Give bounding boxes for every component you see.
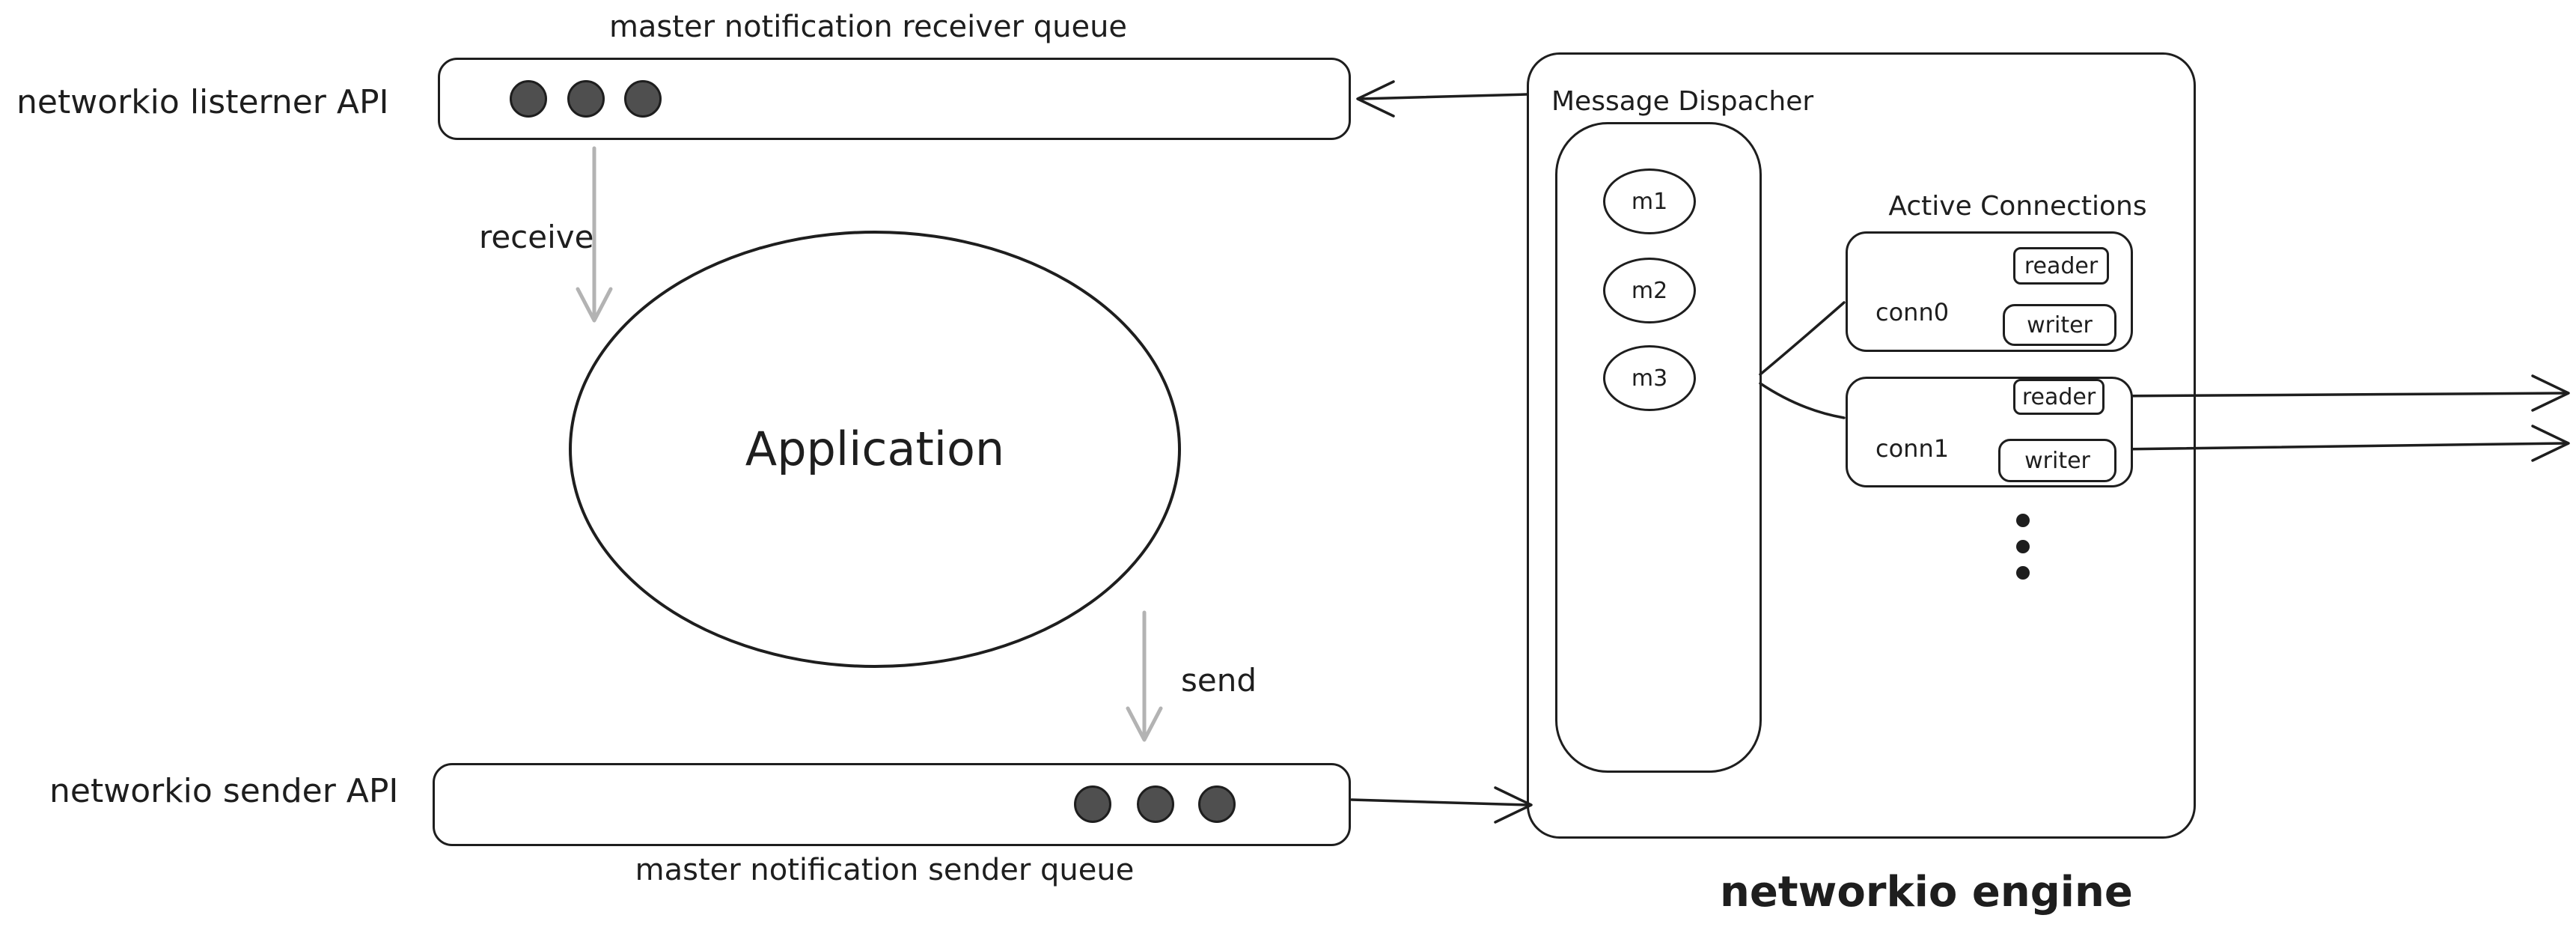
send-label: send [1181, 662, 1257, 699]
engine-title: networkio engine [1720, 868, 2133, 917]
conn1-writer-box: writer [1998, 439, 2116, 482]
message-node-m2: m2 [1603, 258, 1696, 323]
engine-to-receiver-arrow-line [1359, 93, 1528, 100]
message-dispatcher [1555, 122, 1762, 773]
writer-label: writer [2027, 311, 2093, 338]
send-arrowhead [1126, 706, 1163, 742]
writer-label: writer [2024, 447, 2090, 474]
conn1-label: conn1 [1875, 434, 1950, 463]
conn0-label: conn0 [1875, 298, 1950, 326]
receiver-queue [438, 58, 1351, 140]
queue-item-dot [624, 80, 662, 118]
conn1-reader-out-line [2105, 392, 2567, 398]
application-label: Application [745, 421, 1005, 476]
dispatcher-conn0-link [1759, 301, 1846, 376]
message-label: m3 [1631, 365, 1668, 392]
sender-to-engine-arrowhead [1494, 786, 1533, 824]
conn0-reader-box: reader [2013, 247, 2109, 285]
reader-label: reader [2024, 252, 2099, 279]
message-dispatcher-title: Message Dispacher [1551, 86, 1814, 117]
engine-to-receiver-arrowhead [1356, 80, 1395, 118]
dispatcher-conn1-link [1759, 382, 1846, 419]
message-node-m3: m3 [1603, 345, 1696, 411]
conn1-reader-out-arrowhead [2531, 374, 2570, 412]
conn1-writer-out-arrowhead [2531, 425, 2570, 462]
application-node: Application [569, 231, 1181, 668]
message-node-m1: m1 [1603, 168, 1696, 234]
queue-item-dot [1137, 785, 1174, 823]
queue-item-dot [567, 80, 605, 118]
sender-to-engine-arrow-line [1350, 798, 1528, 806]
sender-queue-title: master notification sender queue [635, 853, 1135, 887]
conn1-reader-box: reader [2013, 379, 2105, 415]
more-connections-dot [2016, 514, 2030, 527]
more-connections-dot [2016, 540, 2030, 553]
queue-item-dot [510, 80, 547, 118]
sender-api-label: networkio sender API [49, 772, 399, 810]
networkio-engine [1527, 52, 2196, 839]
receive-label: receive [479, 219, 594, 255]
reader-label: reader [2021, 383, 2096, 410]
message-label: m1 [1631, 188, 1668, 215]
receive-arrowhead [576, 287, 613, 323]
more-connections-dot [2016, 566, 2030, 580]
sender-queue [433, 763, 1351, 846]
queue-item-dot [1198, 785, 1236, 823]
conn1-writer-out-line [2116, 442, 2567, 451]
conn0-writer-box: writer [2003, 304, 2116, 346]
message-label: m2 [1631, 277, 1668, 304]
active-connections-title: Active Connections [1888, 191, 2147, 222]
listener-api-label: networkio listerner API [16, 83, 389, 121]
receiver-queue-title: master notification receiver queue [608, 10, 1128, 44]
queue-item-dot [1074, 785, 1111, 823]
